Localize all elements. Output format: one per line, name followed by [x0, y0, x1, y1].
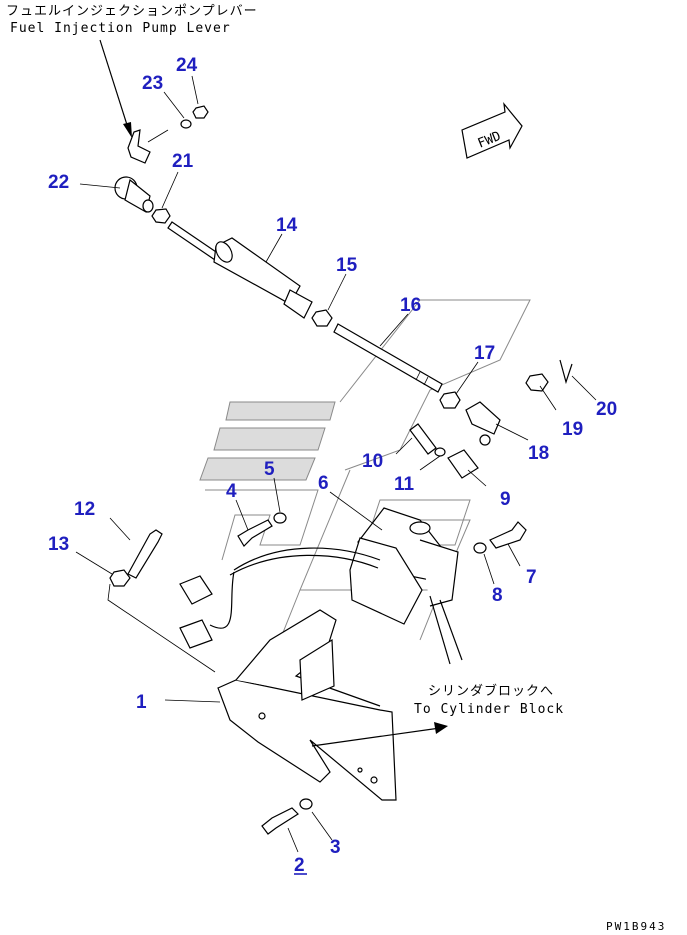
cylinder-arrowhead-icon — [434, 722, 448, 734]
callout-22: 22 — [48, 172, 69, 193]
connector-lower — [179, 619, 213, 649]
callout-1: 1 — [136, 692, 147, 713]
cylinder-pointer-line — [311, 727, 441, 747]
nut-15 — [311, 309, 333, 327]
harness-tail-2 — [429, 595, 451, 665]
harness-wire-2 — [229, 554, 379, 576]
callout-19: 19 — [562, 419, 583, 440]
callout-10: 10 — [362, 451, 383, 472]
callout-20: 20 — [596, 399, 617, 420]
callout-13: 13 — [48, 534, 69, 555]
bolt-4 — [237, 519, 273, 547]
washer-3 — [299, 798, 313, 810]
cylinder-caption-jp: シリンダブロックへ — [428, 683, 554, 699]
callout-3: 3 — [330, 837, 341, 858]
actuator-6 — [349, 507, 459, 625]
ball-joint-22 — [114, 176, 154, 213]
bracket-1 — [217, 609, 397, 801]
callout-16: 16 — [400, 295, 421, 316]
ball-joint-18 — [465, 401, 501, 446]
rod-16 — [333, 323, 443, 393]
callout-18: 18 — [528, 443, 549, 464]
callout-4: 4 — [226, 481, 237, 502]
nut-13 — [109, 569, 131, 587]
callout-6: 6 — [318, 473, 329, 494]
pin-20 — [559, 359, 573, 385]
harness-wire — [233, 547, 381, 571]
watermark-logo — [199, 299, 531, 641]
callout-12: 12 — [74, 499, 95, 520]
callout-8: 8 — [492, 585, 503, 606]
harness-tail — [439, 599, 463, 661]
pump-lever — [127, 129, 169, 164]
nut-17 — [439, 391, 461, 409]
nut-21 — [151, 208, 171, 224]
callout-11: 11 — [394, 474, 415, 495]
nut-19 — [525, 373, 549, 392]
callout-23: 23 — [142, 73, 163, 94]
connector-upper — [179, 575, 213, 605]
callout-15: 15 — [336, 255, 358, 276]
drawing-code: PW1B943 — [606, 920, 666, 933]
callout-17: 17 — [474, 343, 495, 364]
nut-24 — [192, 105, 209, 119]
callout-7: 7 — [526, 567, 537, 588]
bolt-2 — [261, 807, 299, 835]
washer-8 — [473, 542, 487, 554]
callout-numbers: 1 2 3 4 5 6 7 8 9 10 11 12 13 14 15 16 1… — [48, 55, 617, 876]
callout-2: 2 — [294, 855, 305, 876]
fwd-arrow-icon: FWD — [461, 102, 523, 159]
callout-5: 5 — [264, 459, 275, 480]
fuel-pump-arrowhead-icon — [123, 122, 132, 138]
washer-5 — [273, 512, 287, 524]
washer-23 — [180, 119, 192, 129]
bolt-13-leader — [107, 583, 216, 673]
cable-14 — [167, 221, 313, 319]
washer-11 — [434, 447, 446, 457]
callout-9: 9 — [500, 489, 511, 510]
cylinder-caption-en: To Cylinder Block — [414, 702, 564, 717]
harness-branch — [209, 571, 235, 629]
bolt-12 — [127, 529, 163, 579]
callout-21: 21 — [172, 151, 194, 172]
fuel-pump-pointer-line — [99, 39, 129, 129]
leader-lines — [75, 75, 597, 853]
callout-14: 14 — [276, 215, 298, 236]
callout-24: 24 — [176, 55, 198, 76]
bolt-10 — [409, 423, 437, 455]
bolt-7 — [489, 521, 527, 549]
bracket-9 — [447, 449, 479, 479]
fuel-pump-caption-jp: フュエルインジェクションポンプレバー — [6, 4, 258, 19]
fuel-pump-caption-en: Fuel Injection Pump Lever — [10, 21, 231, 36]
